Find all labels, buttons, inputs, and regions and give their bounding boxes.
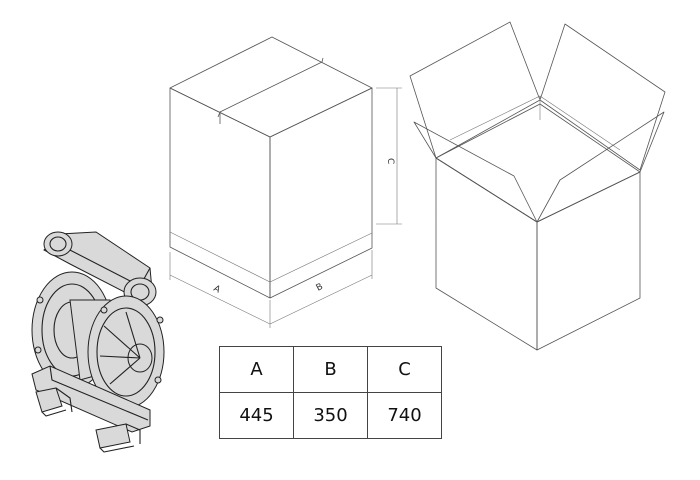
open-box [409, 21, 666, 351]
table-header-a: A [219, 346, 294, 393]
table-value-b: 350 [293, 392, 368, 439]
dimension-label-a: A [212, 284, 223, 296]
closed-box: A B C [169, 36, 402, 328]
dimension-label-c: C [385, 158, 395, 164]
dimension-table: A B C 445 350 740 [219, 346, 442, 439]
table-value-c: 740 [367, 392, 442, 439]
table-value-a: 445 [219, 392, 294, 439]
table-header-c: C [367, 346, 442, 393]
diaphragm-pump-illustration [31, 231, 165, 453]
table-row: 445 350 740 [219, 392, 442, 439]
dimension-label-b: B [315, 282, 325, 294]
table-header-row: A B C [219, 346, 442, 393]
table-header-b: B [293, 346, 368, 393]
